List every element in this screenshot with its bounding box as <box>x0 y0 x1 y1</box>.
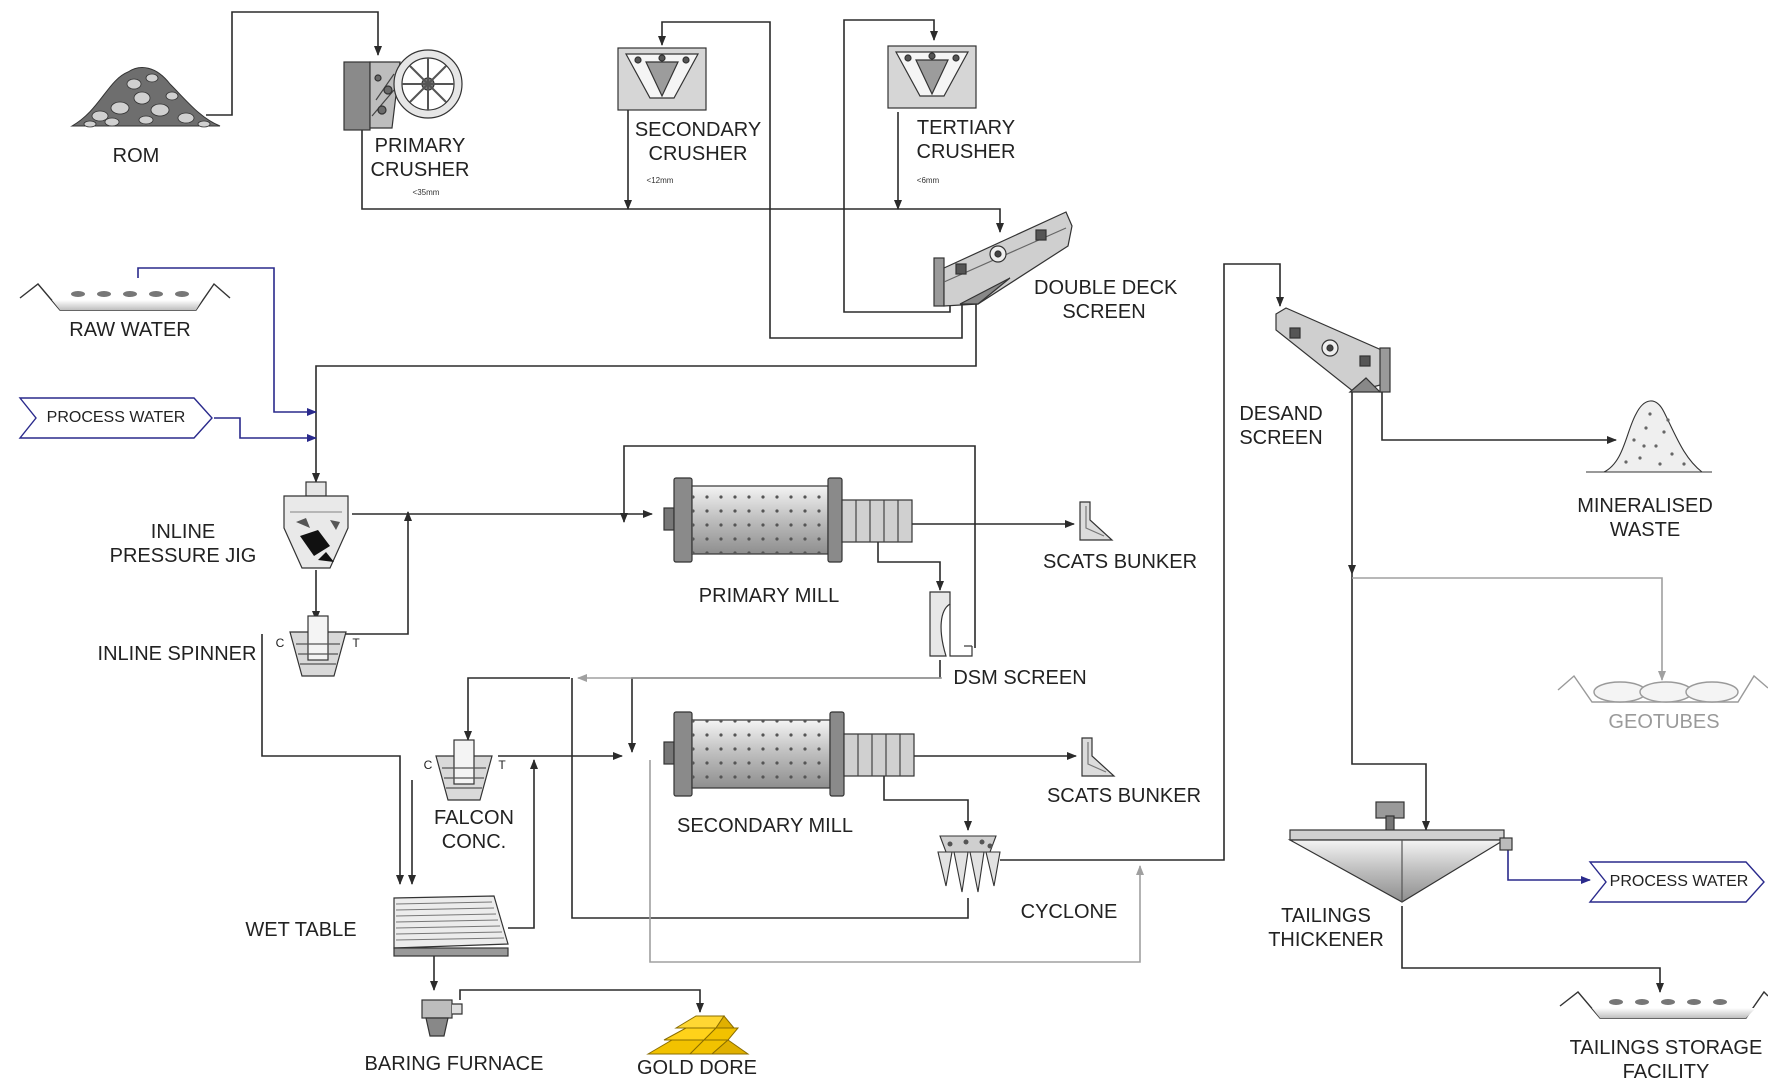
tertiary-crusher-size: <6mm <box>916 176 940 185</box>
tertiary-crusher-label-line1: TERTIARY <box>916 117 1016 139</box>
primary-mill-label: PRIMARY MILL <box>698 585 840 607</box>
spinner-c-label: C <box>275 636 285 650</box>
gold-dore-label: GOLD DORE <box>636 1057 758 1079</box>
cyclone-icon <box>937 835 1001 893</box>
wet-table-icon <box>393 895 509 957</box>
gold-dore-icon <box>646 1015 750 1055</box>
double-deck-screen-label: DOUBLE DECK SCREEN <box>1034 276 1178 324</box>
inline-pressure-jig-icon <box>283 481 349 569</box>
tailings-thickener-icon <box>1287 801 1513 903</box>
tertiary-crusher-label: TERTIARY CRUSHER <box>906 116 1026 164</box>
tertiary-crusher-icon <box>887 45 977 109</box>
tailings-thickener-label: TAILINGS THICKENER <box>1256 904 1396 952</box>
double-deck-screen-icon <box>933 211 1073 307</box>
mineralised-waste-label-line1: MINERALISED <box>1577 495 1713 517</box>
tailings-thickener-label-line2: THICKENER <box>1268 929 1384 951</box>
grey-lines <box>577 577 1666 963</box>
mineralised-waste-icon <box>1586 400 1712 473</box>
desand-screen-icon <box>1275 307 1391 393</box>
tailings-storage-label-line1: TAILINGS STORAGE <box>1569 1037 1763 1059</box>
process-water-out-label: PROCESS WATER <box>1609 873 1749 890</box>
secondary-crusher-label-line1: SECONDARY <box>634 119 762 141</box>
falcon-t-label: T <box>498 758 506 772</box>
inline-spinner-label: INLINE SPINNER <box>97 643 257 665</box>
falcon-conc-label-line1: FALCON <box>433 807 515 829</box>
tailings-storage-icon <box>1559 990 1768 1019</box>
inline-spinner-icon <box>289 615 347 677</box>
secondary-crusher-label: SECONDARY CRUSHER <box>628 118 768 166</box>
process-water-in-chevron <box>18 397 213 439</box>
primary-crusher-size: <35mm <box>412 188 440 197</box>
process-water-in-label: PROCESS WATER <box>46 409 186 426</box>
primary-crusher-label-line1: PRIMARY <box>374 135 466 157</box>
wet-table-label: WET TABLE <box>245 919 357 941</box>
secondary-mill-label: SECONDARY MILL <box>677 815 853 837</box>
rom-label: ROM <box>112 145 160 167</box>
secondary-crusher-icon <box>617 47 707 111</box>
baring-furnace-icon <box>421 999 463 1037</box>
secondary-mill-icon <box>663 711 915 797</box>
scats-bunker-2-label: SCATS BUNKER <box>1046 785 1202 807</box>
dsm-screen-label: DSM SCREEN <box>953 667 1087 689</box>
geotubes-icon <box>1557 674 1768 703</box>
falcon-concentrator-icon <box>435 739 493 801</box>
secondary-crusher-label-line2: CRUSHER <box>648 143 748 165</box>
inline-pressure-jig-label-line1: INLINE <box>150 521 216 543</box>
water-lines <box>137 267 1591 884</box>
falcon-c-label: C <box>423 758 433 772</box>
desand-screen-label-line2: SCREEN <box>1239 427 1323 449</box>
double-deck-screen-label-line1: DOUBLE DECK <box>1034 277 1178 299</box>
desand-screen-label-line1: DESAND <box>1239 403 1323 425</box>
mineralised-waste-label: MINERALISED WASTE <box>1570 494 1720 542</box>
tailings-storage-label-line2: FACILITY <box>1622 1061 1710 1083</box>
inline-pressure-jig-label: INLINE PRESSURE JIG <box>108 520 258 568</box>
raw-water-label: RAW WATER <box>69 319 191 341</box>
tailings-storage-label: TAILINGS STORAGE FACILITY <box>1566 1036 1766 1084</box>
mineralised-waste-label-line2: WASTE <box>1609 519 1681 541</box>
dsm-screen-icon <box>929 591 973 657</box>
falcon-conc-label: FALCON CONC. <box>424 806 524 854</box>
desand-screen-label: DESAND SCREEN <box>1226 402 1336 450</box>
primary-crusher-label: PRIMARY CRUSHER <box>360 134 480 182</box>
tailings-thickener-label-line1: TAILINGS <box>1281 905 1371 927</box>
double-deck-screen-label-line2: SCREEN <box>1062 301 1146 323</box>
inline-pressure-jig-label-line2: PRESSURE JIG <box>109 545 257 567</box>
cyclone-label: CYCLONE <box>1020 901 1118 923</box>
process-water-out-chevron <box>1588 861 1765 903</box>
primary-mill-icon <box>663 477 913 563</box>
falcon-conc-label-line2: CONC. <box>441 831 507 853</box>
scats-bunker-1-icon <box>1079 501 1114 541</box>
rom-pile-icon <box>70 67 221 128</box>
spinner-t-label: T <box>352 636 360 650</box>
primary-crusher-icon <box>343 49 463 131</box>
scats-bunker-2-icon <box>1081 737 1116 777</box>
raw-water-pond-icon <box>19 282 231 311</box>
tertiary-crusher-label-line2: CRUSHER <box>916 141 1016 163</box>
secondary-crusher-size: <12mm <box>646 176 674 185</box>
primary-crusher-label-line2: CRUSHER <box>370 159 470 181</box>
geotubes-label: GEOTUBES <box>1608 711 1720 733</box>
baring-furnace-label: BARING FURNACE <box>364 1053 544 1075</box>
scats-bunker-1-label: SCATS BUNKER <box>1042 551 1198 573</box>
